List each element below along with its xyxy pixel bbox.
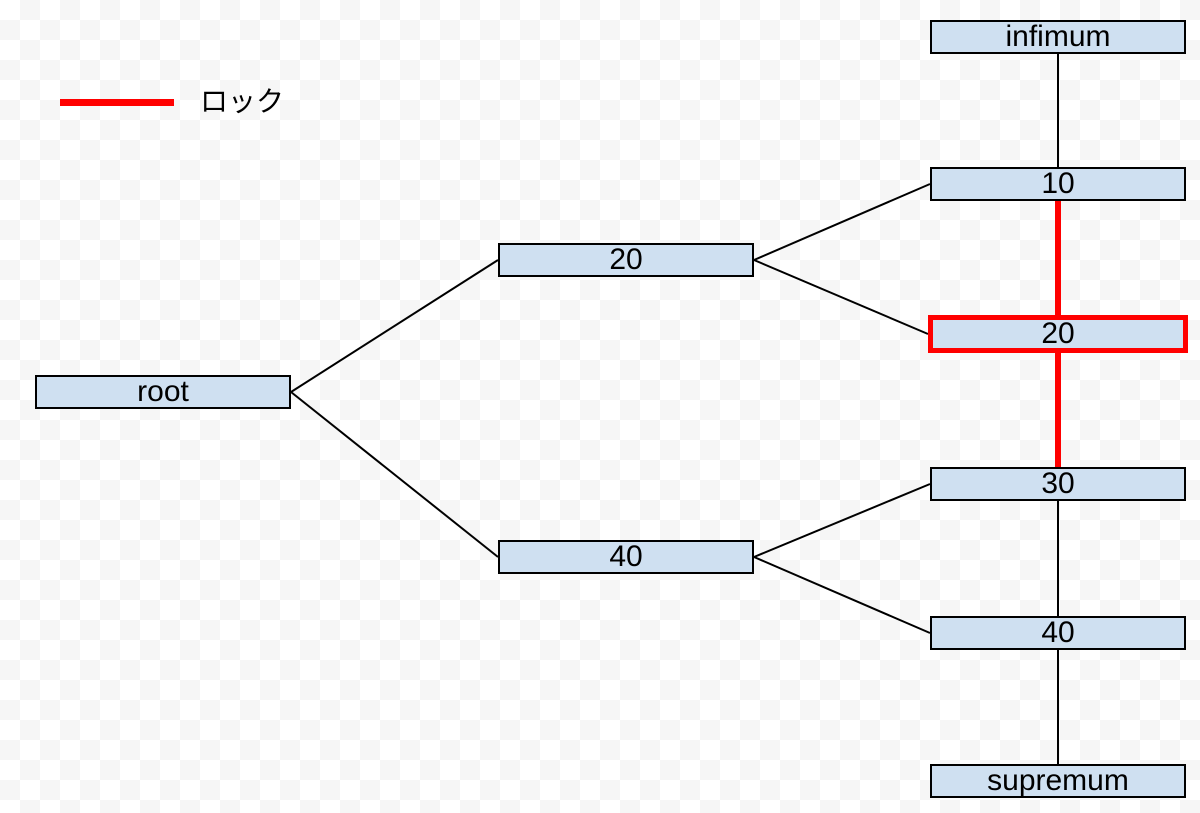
edge-root-to-int40 — [290, 391, 499, 558]
node-label: 10 — [1041, 167, 1075, 200]
node-label: 40 — [1041, 616, 1075, 649]
edge-int20-to-leaf20 — [753, 259, 929, 335]
node-leaf40[interactable]: 40 — [930, 616, 1186, 650]
edge-int20-to-leaf10 — [753, 183, 931, 261]
node-label: 20 — [1041, 317, 1075, 350]
node-leaf30[interactable]: 30 — [930, 467, 1186, 501]
node-label: 20 — [609, 243, 643, 276]
node-label: 30 — [1041, 467, 1075, 500]
edge-int40-to-leaf40 — [753, 556, 931, 634]
node-label: infimum — [1005, 20, 1111, 53]
node-supremum[interactable]: supremum — [930, 764, 1186, 798]
node-root[interactable]: root — [35, 375, 291, 409]
node-int40[interactable]: 40 — [498, 540, 754, 574]
node-leaf20[interactable]: 20 — [928, 315, 1188, 353]
node-label: root — [137, 375, 189, 408]
legend-label: ロック — [200, 86, 285, 117]
lock-line-swatch — [60, 98, 174, 106]
edge-root-to-int20 — [290, 259, 499, 393]
node-label: supremum — [987, 764, 1129, 797]
node-leaf10[interactable]: 10 — [930, 167, 1186, 201]
node-infimum[interactable]: infimum — [930, 20, 1186, 54]
node-label: 40 — [609, 540, 643, 573]
legend: ロック — [60, 88, 284, 116]
node-int20[interactable]: 20 — [498, 243, 754, 277]
edge-int40-to-leaf30 — [753, 483, 931, 558]
